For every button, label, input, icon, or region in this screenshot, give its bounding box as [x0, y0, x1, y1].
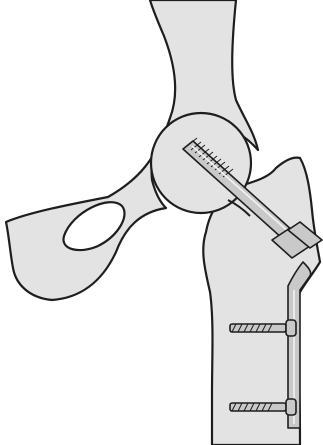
hip-implant-diagram [0, 0, 323, 445]
